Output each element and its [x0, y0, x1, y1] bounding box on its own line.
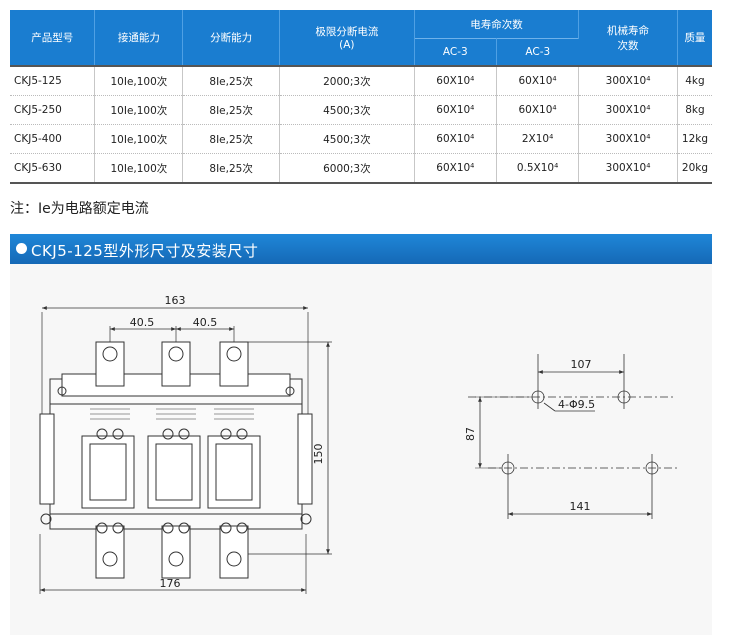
mount-side: 87 [464, 427, 477, 441]
cell-mass: 20kg [677, 153, 712, 184]
cell-model: CKJ5-400 [10, 124, 96, 154]
section-title: CKJ5-125型外形尺寸及安装尺寸 [31, 242, 259, 260]
cell-mech: 300X10⁴ [578, 65, 678, 96]
dimension-drawing: 163 40.5 40.5 176 150 [10, 264, 712, 635]
header-mech-line2: 次数 [617, 39, 639, 52]
footnote: 注：Ie为电路额定电流 [10, 201, 149, 217]
mounting-hole-diagram [468, 354, 680, 519]
cell-make: 10Ie,100次 [94, 153, 184, 184]
cell-ac3-b: 2X10⁴ [496, 124, 580, 154]
cell-model: CKJ5-630 [10, 153, 96, 184]
header-mech-line1: 机械寿命 [607, 24, 650, 37]
cell-make: 10Ie,100次 [94, 95, 184, 125]
header-mech: 机械寿命 次数 [578, 10, 678, 66]
header-limit: 极限分断电流 (A) [279, 10, 415, 66]
header-ac3-b: AC-3 [496, 38, 579, 66]
header-model: 产品型号 [10, 10, 96, 66]
cell-ac3-a: 60X10⁴ [414, 124, 497, 154]
cell-make: 10Ie,100次 [94, 124, 184, 154]
dim-overall-bottom: 176 [160, 577, 181, 590]
table-row: CKJ5-400 10Ie,100次 8Ie,25次 4500;3次 60X10… [10, 124, 712, 154]
drawing-svg: 163 40.5 40.5 176 150 [39, 294, 680, 594]
cell-break: 8Ie,25次 [182, 65, 280, 96]
cell-mech: 300X10⁴ [578, 124, 678, 154]
header-mass: 质量 [677, 10, 712, 66]
cell-ac3-a: 60X10⁴ [414, 153, 497, 184]
cell-mech: 300X10⁴ [578, 153, 678, 184]
cell-break: 8Ie,25次 [182, 95, 280, 125]
cell-ac3-b: 0.5X10⁴ [496, 153, 580, 184]
dim-overall-top: 163 [165, 294, 186, 307]
spec-table: 产品型号 接通能力 分断能力 极限分断电流 (A) 电寿命次数 机械寿命 次数 … [10, 10, 712, 184]
table-row: CKJ5-250 10Ie,100次 8Ie,25次 4500;3次 60X10… [10, 95, 712, 125]
cell-ac3-a: 60X10⁴ [414, 65, 497, 96]
cell-ac3-b: 60X10⁴ [496, 95, 580, 125]
header-limit-line1: 极限分断电流 [315, 26, 379, 38]
table-row: CKJ5-125 10Ie,100次 8Ie,25次 2000;3次 60X10… [10, 65, 712, 96]
front-view-labels: 163 40.5 40.5 176 150 [130, 294, 325, 590]
cell-mass: 8kg [677, 95, 712, 125]
section-banner: CKJ5-125型外形尺寸及安装尺寸 [10, 234, 712, 264]
dim-pitch-right: 40.5 [193, 316, 218, 329]
cell-limit: 4500;3次 [279, 95, 415, 125]
cell-break: 8Ie,25次 [182, 153, 280, 184]
mount-bottom: 141 [570, 500, 591, 513]
pole-2 [147, 341, 201, 579]
cell-break: 8Ie,25次 [182, 124, 280, 154]
pole-1 [81, 341, 135, 579]
cell-mass: 12kg [677, 124, 712, 154]
pole-3 [207, 341, 261, 579]
header-elec-life: 电寿命次数 [414, 10, 580, 39]
dim-pitch-left: 40.5 [130, 316, 155, 329]
cell-limit: 6000;3次 [279, 153, 415, 184]
cell-limit: 2000;3次 [279, 65, 415, 96]
header-make: 接通能力 [94, 10, 184, 66]
mount-holes: 4-Φ9.5 [558, 398, 595, 411]
dim-height: 150 [312, 444, 325, 465]
mounting-labels: 107 141 87 4-Φ9.5 [464, 358, 595, 513]
cell-mech: 300X10⁴ [578, 95, 678, 125]
bullet-icon [16, 243, 27, 254]
contactor-front-view [39, 306, 332, 594]
cell-ac3-b: 60X10⁴ [496, 65, 580, 96]
header-break: 分断能力 [182, 10, 280, 66]
header-limit-line2: (A) [339, 39, 355, 51]
cell-model: CKJ5-125 [10, 65, 96, 96]
cell-ac3-a: 60X10⁴ [414, 95, 497, 125]
mount-top: 107 [571, 358, 592, 371]
cell-mass: 4kg [677, 65, 712, 96]
table-row: CKJ5-630 10Ie,100次 8Ie,25次 6000;3次 60X10… [10, 153, 712, 184]
header-ac3-a: AC-3 [414, 38, 497, 66]
cell-limit: 4500;3次 [279, 124, 415, 154]
cell-model: CKJ5-250 [10, 95, 96, 125]
cell-make: 10Ie,100次 [94, 65, 184, 96]
